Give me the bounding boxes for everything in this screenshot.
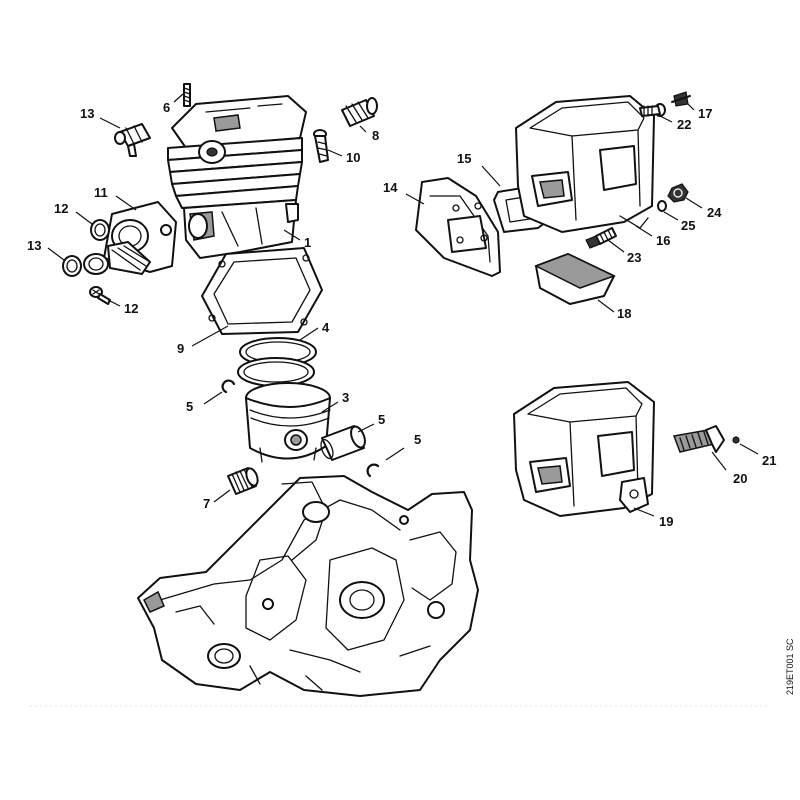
leader-line bbox=[357, 423, 375, 433]
baffle-plate-part[interactable] bbox=[534, 253, 616, 305]
leader-line bbox=[687, 103, 695, 111]
callout-26[interactable]: 25 bbox=[681, 218, 695, 233]
leader-line bbox=[405, 193, 425, 205]
callout-2[interactable]: 3 bbox=[342, 390, 349, 405]
callout-1[interactable]: 1 bbox=[304, 235, 311, 250]
circlip-left-part[interactable] bbox=[221, 379, 236, 394]
callout-19[interactable]: 18 bbox=[617, 306, 631, 321]
callout-24[interactable]: 23 bbox=[627, 250, 641, 265]
cylinder-screw-part[interactable] bbox=[313, 129, 329, 163]
callout-5[interactable]: 5 bbox=[186, 399, 193, 414]
muffler-part[interactable] bbox=[515, 95, 655, 233]
piston-rings-part[interactable] bbox=[237, 337, 317, 387]
decompression-valve-part[interactable] bbox=[341, 97, 378, 127]
spark-deflector-part[interactable] bbox=[672, 425, 725, 453]
impulse-connector-part[interactable] bbox=[114, 123, 151, 157]
leader-line bbox=[191, 325, 229, 347]
heat-shield-part[interactable] bbox=[415, 177, 501, 277]
leader-line bbox=[711, 451, 727, 471]
leader-line bbox=[607, 239, 625, 253]
stud-part[interactable] bbox=[183, 83, 191, 107]
o-ring-lower-part[interactable] bbox=[62, 255, 82, 277]
leader-line bbox=[203, 391, 223, 405]
callout-7[interactable]: 7 bbox=[203, 496, 210, 511]
callout-20[interactable]: 19 bbox=[659, 514, 673, 529]
intake-manifold-part[interactable] bbox=[83, 201, 177, 275]
callout-13[interactable]: 12 bbox=[54, 201, 68, 216]
o-ring-upper-part[interactable] bbox=[90, 219, 110, 241]
callout-5[interactable]: 5 bbox=[414, 432, 421, 447]
leader-line bbox=[115, 195, 137, 211]
callout-25[interactable]: 24 bbox=[707, 205, 722, 220]
muffler-alt-part[interactable] bbox=[513, 381, 655, 517]
hex-nut-part[interactable] bbox=[667, 183, 689, 203]
leader-line bbox=[321, 401, 339, 413]
leader-line bbox=[107, 299, 121, 307]
callout-15[interactable]: 14 bbox=[383, 180, 398, 195]
callout-3[interactable]: 4 bbox=[322, 320, 330, 335]
leader-line bbox=[685, 197, 703, 209]
deflector-screw-part[interactable] bbox=[732, 436, 740, 444]
callout-14[interactable]: 13 bbox=[80, 106, 94, 121]
leader-line bbox=[385, 447, 405, 461]
leader-line bbox=[597, 299, 615, 313]
leader-line bbox=[47, 247, 65, 261]
leader-line bbox=[283, 229, 301, 241]
callout-10[interactable]: 10 bbox=[346, 150, 360, 165]
leader-line bbox=[173, 93, 184, 103]
callout-8[interactable]: 8 bbox=[372, 128, 379, 143]
drawing-code-label: 219ET001 SC bbox=[785, 638, 795, 695]
callout-4[interactable]: 5 bbox=[378, 412, 385, 427]
leader-line bbox=[635, 225, 653, 237]
leader-line bbox=[633, 507, 655, 517]
callout-22[interactable]: 21 bbox=[762, 453, 776, 468]
washer-part[interactable] bbox=[657, 200, 667, 212]
piston-part[interactable] bbox=[245, 382, 331, 463]
leader-line bbox=[739, 443, 759, 455]
callout-11[interactable]: 11 bbox=[94, 185, 108, 200]
callout-21[interactable]: 20 bbox=[733, 471, 747, 486]
callout-16[interactable]: 15 bbox=[457, 151, 471, 166]
cylinder-gasket-part[interactable] bbox=[201, 247, 323, 335]
spring-washer-part[interactable] bbox=[671, 91, 691, 107]
callout-12[interactable]: 12 bbox=[124, 301, 138, 316]
muffler-screw-part[interactable] bbox=[639, 103, 666, 117]
leader-line bbox=[299, 327, 319, 341]
leader-line bbox=[659, 115, 673, 123]
callout-6[interactable]: 6 bbox=[163, 100, 170, 115]
muffler-stud-part[interactable] bbox=[585, 227, 617, 249]
leader-line bbox=[75, 211, 93, 225]
callout-9[interactable]: 9 bbox=[177, 341, 184, 356]
manifold-screw-part[interactable] bbox=[89, 286, 111, 305]
circlip-right-part[interactable] bbox=[366, 463, 380, 478]
leader-line bbox=[359, 125, 367, 133]
needle-cage-part[interactable] bbox=[227, 467, 260, 495]
leader-line bbox=[213, 489, 231, 503]
leader-line bbox=[663, 211, 679, 221]
callout-13[interactable]: 13 bbox=[27, 238, 41, 253]
leader-line bbox=[327, 149, 343, 157]
callout-17[interactable]: 16 bbox=[656, 233, 670, 248]
leader-line bbox=[481, 165, 501, 187]
piston-pin-part[interactable] bbox=[319, 425, 368, 461]
callout-23[interactable]: 22 bbox=[677, 117, 691, 132]
leader-line bbox=[99, 117, 121, 129]
crankcase-assembly bbox=[137, 475, 479, 697]
callout-18[interactable]: 17 bbox=[698, 106, 712, 121]
cylinder-part[interactable] bbox=[167, 95, 307, 259]
